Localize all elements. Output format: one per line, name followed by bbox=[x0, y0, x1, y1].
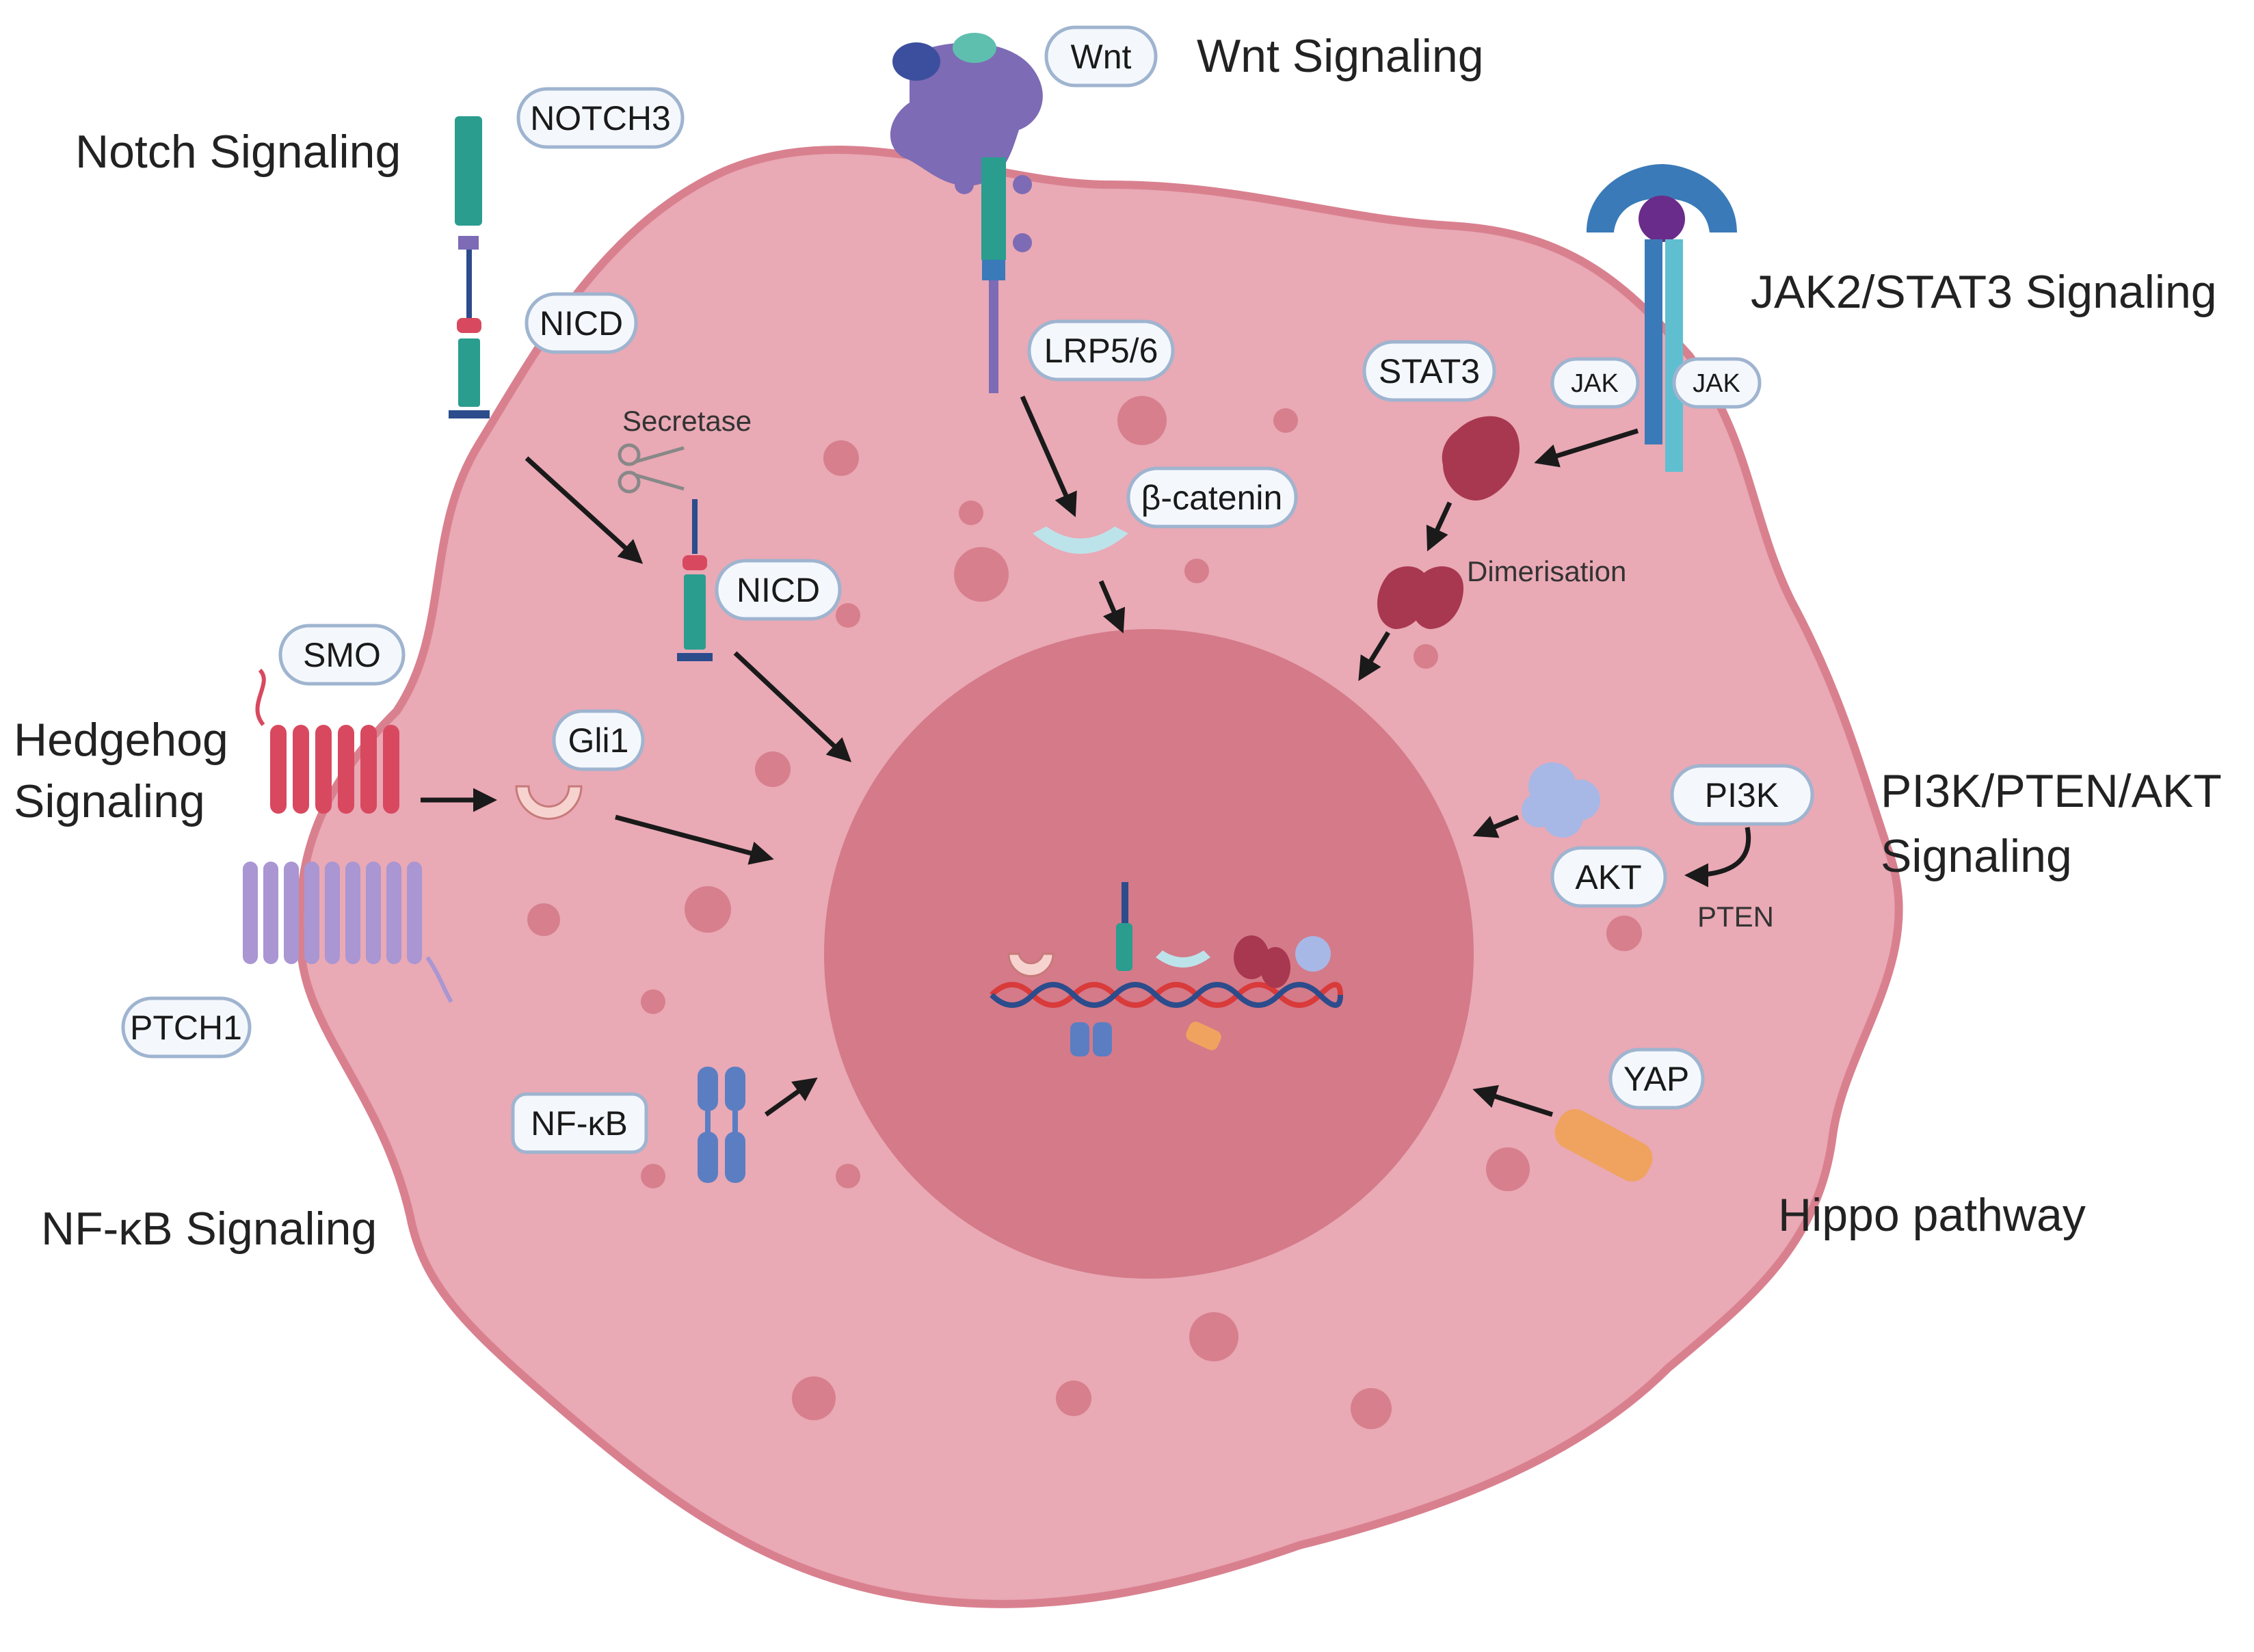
gli1-icon bbox=[515, 785, 583, 820]
smo-label: SMO bbox=[278, 624, 406, 686]
pi3k-label-text: PI3K bbox=[1705, 776, 1779, 814]
stat3-dimer-icon bbox=[1377, 566, 1463, 629]
gli1-arrow-to-nucleus bbox=[615, 814, 774, 865]
jak-right-label: JAK bbox=[1672, 357, 1762, 409]
stat3-monomer-icon bbox=[1442, 416, 1520, 501]
hedgehog-signaling-title-line2: Signaling bbox=[14, 775, 205, 827]
smo-label-text: SMO bbox=[303, 636, 381, 674]
lrp-label-text: LRP5/6 bbox=[1044, 332, 1158, 370]
wnt-label: Wnt bbox=[1044, 25, 1158, 88]
stat3-label: STAT3 bbox=[1362, 340, 1496, 402]
gli1-label: Gli1 bbox=[552, 709, 645, 771]
stat3-label-text: STAT3 bbox=[1379, 352, 1480, 390]
jak-arrow-to-stat3 bbox=[1534, 428, 1639, 468]
notch3-label: NOTCH3 bbox=[516, 87, 685, 149]
ptch1-label: PTCH1 bbox=[121, 996, 252, 1058]
dimerisation-label: Dimerisation bbox=[1467, 555, 1626, 587]
nfkb-signaling-title: NF-κB Signaling bbox=[41, 1203, 377, 1255]
ptch1-label-text: PTCH1 bbox=[130, 1009, 242, 1047]
notch3-receptor bbox=[449, 116, 490, 418]
pten-label: PTEN bbox=[1697, 901, 1774, 933]
jak-right-label-text: JAK bbox=[1693, 369, 1740, 398]
nuclear-factors bbox=[1007, 882, 1331, 1056]
pi3k-label: PI3K bbox=[1670, 764, 1814, 826]
nicd-cleaved-fragment bbox=[677, 499, 713, 661]
akt-label: AKT bbox=[1550, 846, 1667, 908]
notch-signaling-title: Notch Signaling bbox=[75, 126, 401, 178]
akt-arrow-to-nucleus bbox=[1472, 814, 1520, 838]
cytokine-receptor-icon bbox=[1587, 164, 1737, 472]
jak-stat-signaling-title: JAK2/STAT3 Signaling bbox=[1751, 266, 2217, 318]
yap-label-text: YAP bbox=[1623, 1060, 1689, 1098]
secretase-scissors-icon bbox=[618, 443, 685, 494]
nfkb-label-text: NF-κB bbox=[531, 1104, 628, 1143]
wnt-label-text: Wnt bbox=[1071, 38, 1132, 76]
nicd-top-label: NICD bbox=[525, 292, 638, 354]
jak-left-label-text: JAK bbox=[1571, 369, 1619, 398]
beta-catenin-arrow-to-nucleus bbox=[1098, 580, 1126, 634]
nicd-inner-label: NICD bbox=[715, 559, 842, 621]
stat3-arrow-to-nucleus bbox=[1358, 631, 1390, 681]
nucleus bbox=[824, 629, 1474, 1279]
wnt-signaling-title: Wnt Signaling bbox=[1197, 30, 1484, 82]
nfkb-dimer-icon bbox=[698, 1067, 745, 1183]
hippo-pathway-title: Hippo pathway bbox=[1778, 1189, 2086, 1241]
hedgehog-signaling-title-line1: Hedgehog bbox=[14, 714, 228, 766]
notch3-label-text: NOTCH3 bbox=[530, 99, 671, 137]
pi3k-signaling-title-line1: PI3K/PTEN/AKT bbox=[1881, 765, 2222, 817]
secretase-label: Secretase bbox=[622, 405, 752, 437]
beta-catenin-label: β-catenin bbox=[1126, 466, 1298, 529]
notch-arrow-to-nicd bbox=[525, 456, 644, 564]
nicd-arrow-to-nucleus bbox=[733, 651, 852, 762]
dna-helix bbox=[990, 982, 1343, 1008]
smo-receptor-icon bbox=[255, 668, 399, 814]
ptch1-receptor-icon bbox=[243, 862, 453, 1003]
cytoplasm-vesicles bbox=[527, 396, 1642, 1429]
akt-label-text: AKT bbox=[1575, 858, 1641, 896]
yap-label: YAP bbox=[1608, 1048, 1705, 1110]
akt-protein-icon bbox=[1522, 762, 1600, 838]
yap-protein-icon bbox=[1554, 1109, 1653, 1182]
nfkb-label: NF-κB bbox=[511, 1092, 648, 1154]
jak-left-label: JAK bbox=[1550, 357, 1640, 409]
nicd-inner-label-text: NICD bbox=[737, 571, 820, 609]
stat3-arrow-to-dimer bbox=[1426, 501, 1453, 552]
nicd-top-label-text: NICD bbox=[540, 304, 623, 343]
wnt-arrow-to-beta-catenin bbox=[1020, 395, 1077, 518]
lrp-label: LRP5/6 bbox=[1027, 319, 1175, 382]
beta-catenin-icon bbox=[1033, 527, 1128, 554]
beta-catenin-label-text: β-catenin bbox=[1141, 479, 1283, 517]
nfkb-arrow-to-nucleus bbox=[764, 1077, 818, 1117]
wnt-ligand-complex-icon bbox=[890, 33, 1043, 393]
gli1-label-text: Gli1 bbox=[568, 721, 629, 760]
pi3k-arrow-to-akt bbox=[1684, 827, 1751, 888]
pi3k-signaling-title-line2: Signaling bbox=[1881, 830, 2072, 882]
yap-arrow-to-nucleus bbox=[1472, 1084, 1554, 1117]
